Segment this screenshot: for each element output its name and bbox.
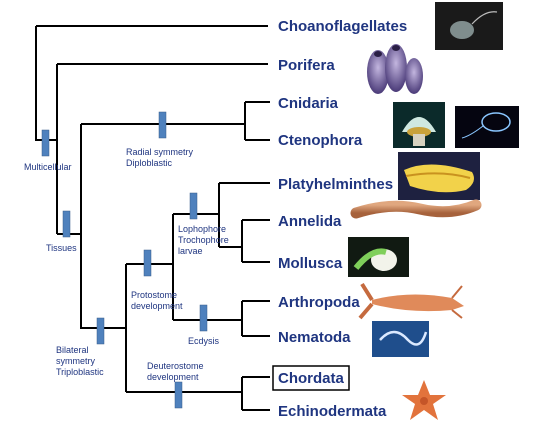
- label-porifera: Porifera: [278, 57, 335, 74]
- lobster-photo: [360, 284, 464, 318]
- choanoflagellate-photo: [435, 2, 503, 50]
- marker-bilateral-symmetry: [97, 318, 104, 344]
- label-nematoda: Nematoda: [278, 329, 351, 346]
- event-lophophore-2: Trochophore: [178, 235, 229, 245]
- marker-tissues: [63, 211, 70, 237]
- event-protostome-2: development: [131, 301, 183, 311]
- marker-protostome: [144, 250, 151, 276]
- event-deuterostome-1: Deuterostome: [147, 361, 204, 371]
- event-bilateral-3: Triploblastic: [56, 367, 104, 377]
- marker-multicellular: [42, 130, 49, 156]
- label-chordata: Chordata: [278, 370, 344, 387]
- nematode-photo: [372, 321, 429, 357]
- earthworm-photo: [356, 205, 476, 213]
- starfish-photo: [402, 380, 446, 420]
- event-radial-1: Radial symmetry: [126, 147, 194, 157]
- marker-radial-symmetry: [159, 112, 166, 138]
- comb-jelly-photo: [455, 106, 519, 148]
- marker-ecdysis: [200, 305, 207, 331]
- event-lophophore-1: Lophophore: [178, 224, 226, 234]
- flatworm-photo: [398, 152, 480, 200]
- sponge-photo: [362, 44, 426, 96]
- marker-deuterostome: [175, 382, 182, 408]
- anemone-photo: [393, 102, 445, 148]
- event-lophophore-3: larvae: [178, 246, 203, 256]
- branch-root: [36, 26, 57, 140]
- event-protostome-1: Protostome: [131, 290, 177, 300]
- label-choanoflagellates: Choanoflagellates: [278, 18, 407, 35]
- branch-bilateria: [81, 234, 126, 328]
- label-echinodermata: Echinodermata: [278, 403, 387, 420]
- label-mollusca: Mollusca: [278, 255, 343, 272]
- event-bilateral-1: Bilateral: [56, 345, 89, 355]
- marker-lophophore: [190, 193, 197, 219]
- label-annelida: Annelida: [278, 213, 342, 230]
- label-ctenophora: Ctenophora: [278, 132, 363, 149]
- event-deuterostome-2: development: [147, 372, 199, 382]
- label-arthropoda: Arthropoda: [278, 294, 360, 311]
- event-multicellular: Multicellular: [24, 162, 72, 172]
- snail-photo: [348, 237, 409, 277]
- event-bilateral-2: symmetry: [56, 356, 95, 366]
- label-platyhelminthes: Platyhelminthes: [278, 176, 393, 193]
- event-ecdysis: Ecdysis: [188, 336, 220, 346]
- event-tissues: Tissues: [46, 243, 77, 253]
- label-cnidaria: Cnidaria: [278, 95, 339, 112]
- event-radial-2: Diploblastic: [126, 158, 173, 168]
